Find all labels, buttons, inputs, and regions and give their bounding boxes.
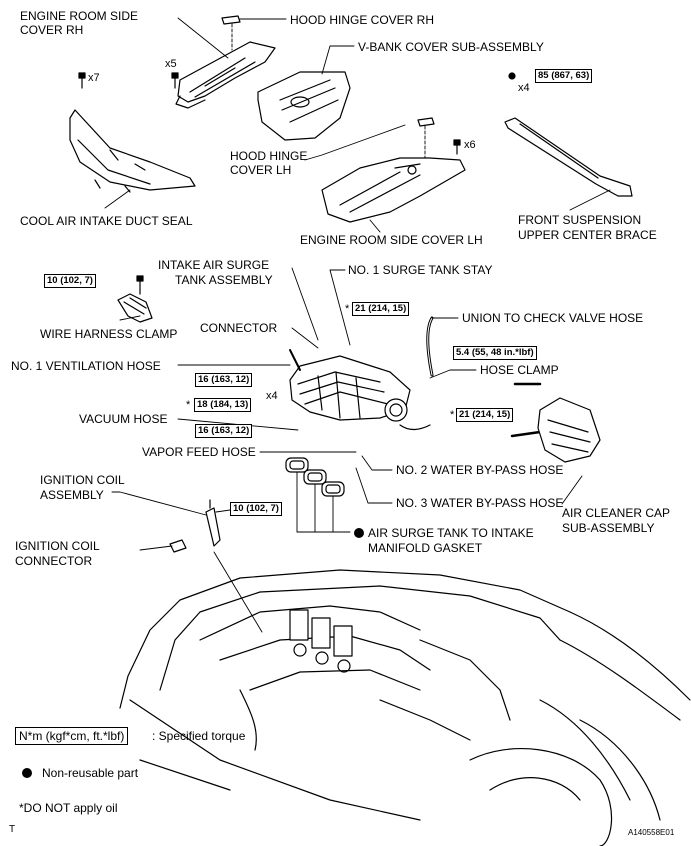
qty-brace: x4 bbox=[518, 82, 530, 94]
label-engine-room-side-cover-lh: ENGINE ROOM SIDE COVER LH bbox=[300, 233, 483, 247]
label-connector: CONNECTOR bbox=[200, 321, 278, 335]
label-ignition-coil-connector-1: IGNITION COIL bbox=[15, 539, 100, 553]
air-cleaner-cap bbox=[537, 397, 601, 463]
label-union-to-check-valve-hose: UNION TO CHECK VALVE HOSE bbox=[462, 311, 644, 325]
hood-hinge-cover-lh bbox=[417, 117, 435, 127]
engine-room-side-cover-rh bbox=[175, 41, 276, 109]
label-no3-water-bypass-hose: NO. 3 WATER BY-PASS HOSE bbox=[396, 496, 564, 510]
torque-hose-clamp: 5.4 (55, 48 in.*lbf) bbox=[453, 346, 537, 360]
torque-vapor: 16 (163, 12) bbox=[195, 424, 253, 438]
front-suspension-brace bbox=[504, 72, 633, 197]
no-oil-marker: * bbox=[186, 399, 191, 411]
label-no1-surge-tank-stay: NO. 1 SURGE TANK STAY bbox=[348, 263, 493, 277]
leader-lines-top bbox=[104, 17, 611, 233]
intake-air-surge-tank bbox=[289, 355, 411, 422]
label-wire-harness-clamp: WIRE HARNESS CLAMP bbox=[40, 327, 178, 341]
label-cool-air-intake-duct-seal: COOL AIR INTAKE DUCT SEAL bbox=[20, 214, 193, 228]
vehicle-engine-bay bbox=[119, 551, 691, 846]
no-oil-marker: * bbox=[450, 409, 455, 421]
qty-cover-lh: x6 bbox=[464, 139, 476, 151]
gaskets bbox=[285, 457, 351, 533]
label-ignition-coil-assembly-1: IGNITION COIL bbox=[40, 473, 125, 487]
torque-wire-clamp: 10 (102, 7) bbox=[44, 274, 96, 288]
torque-check-valve: 21 (214, 15) bbox=[456, 408, 514, 422]
label-vapor-feed-hose: VAPOR FEED HOSE bbox=[142, 445, 256, 459]
wire-harness-clamp bbox=[117, 275, 153, 323]
legend-non-reusable-dot bbox=[22, 768, 32, 778]
label-gasket-2: MANIFOLD GASKET bbox=[368, 541, 483, 555]
no-oil-marker: * bbox=[345, 303, 350, 315]
label-intake-air-surge-tank-2: TANK ASSEMBLY bbox=[175, 273, 273, 287]
label-ignition-coil-connector-2: CONNECTOR bbox=[15, 554, 93, 568]
label-no2-water-bypass-hose: NO. 2 WATER BY-PASS HOSE bbox=[396, 463, 564, 477]
legend-torque-box: N*m (kgf*cm, ft.*lbf) bbox=[15, 727, 129, 745]
label-engine-room-side-cover-rh-2: COVER RH bbox=[20, 23, 84, 37]
qty-cool-air: x7 bbox=[88, 72, 100, 84]
engine-room-side-cover-lh bbox=[321, 157, 466, 223]
legend-no-oil: *DO NOT apply oil bbox=[19, 801, 118, 815]
label-v-bank-cover: V-BANK COVER SUB-ASSEMBLY bbox=[358, 40, 544, 54]
torque-brace: 85 (867, 63) bbox=[535, 69, 593, 83]
non-reusable-dot bbox=[354, 528, 364, 538]
label-front-suspension-brace-1: FRONT SUSPENSION bbox=[518, 213, 642, 227]
bolt-icon bbox=[78, 72, 86, 89]
torque-ignition: 10 (102, 7) bbox=[230, 502, 282, 516]
torque-stay: 21 (214, 15) bbox=[352, 302, 410, 316]
corner-mark: T bbox=[9, 824, 16, 835]
label-hood-hinge-cover-lh-1: HOOD HINGE bbox=[230, 149, 308, 163]
label-ignition-coil-assembly-2: ASSEMBLY bbox=[40, 488, 104, 502]
label-intake-air-surge-tank-1: INTAKE AIR SURGE bbox=[158, 258, 270, 272]
figure-id: A140558E01 bbox=[628, 828, 675, 837]
bolt-icon bbox=[453, 139, 461, 155]
label-air-cleaner-cap-1: AIR CLEANER CAP bbox=[562, 506, 671, 520]
cool-air-intake-duct-seal bbox=[69, 109, 196, 193]
label-hood-hinge-cover-lh-2: COVER LH bbox=[230, 163, 292, 177]
label-hose-clamp: HOSE CLAMP bbox=[480, 363, 559, 377]
label-air-cleaner-cap-2: SUB-ASSEMBLY bbox=[562, 521, 655, 535]
label-engine-room-side-cover-rh-1: ENGINE ROOM SIDE bbox=[20, 9, 139, 23]
hood-hinge-cover-rh bbox=[221, 15, 241, 25]
legend-torque-desc: : Specified torque bbox=[152, 729, 246, 743]
label-vacuum-hose: VACUUM HOSE bbox=[79, 412, 168, 426]
label-gasket-1: AIR SURGE TANK TO INTAKE bbox=[368, 526, 534, 540]
label-hood-hinge-cover-rh: HOOD HINGE COVER RH bbox=[290, 13, 435, 27]
ignition-coil bbox=[169, 499, 221, 553]
v-bank-cover bbox=[257, 71, 351, 141]
qty-vacuum: x4 bbox=[266, 390, 278, 402]
qty-cover-rh: x5 bbox=[165, 58, 177, 70]
torque-vacuum: 18 (184, 13) bbox=[194, 398, 252, 412]
hoses bbox=[289, 316, 542, 438]
torque-ventilation: 16 (163, 12) bbox=[195, 373, 253, 387]
label-no1-ventilation-hose: NO. 1 VENTILATION HOSE bbox=[11, 359, 161, 373]
label-front-suspension-brace-2: UPPER CENTER BRACE bbox=[518, 228, 657, 242]
bolt-icon bbox=[171, 72, 179, 89]
legend-non-reusable: Non-reusable part bbox=[42, 766, 139, 780]
